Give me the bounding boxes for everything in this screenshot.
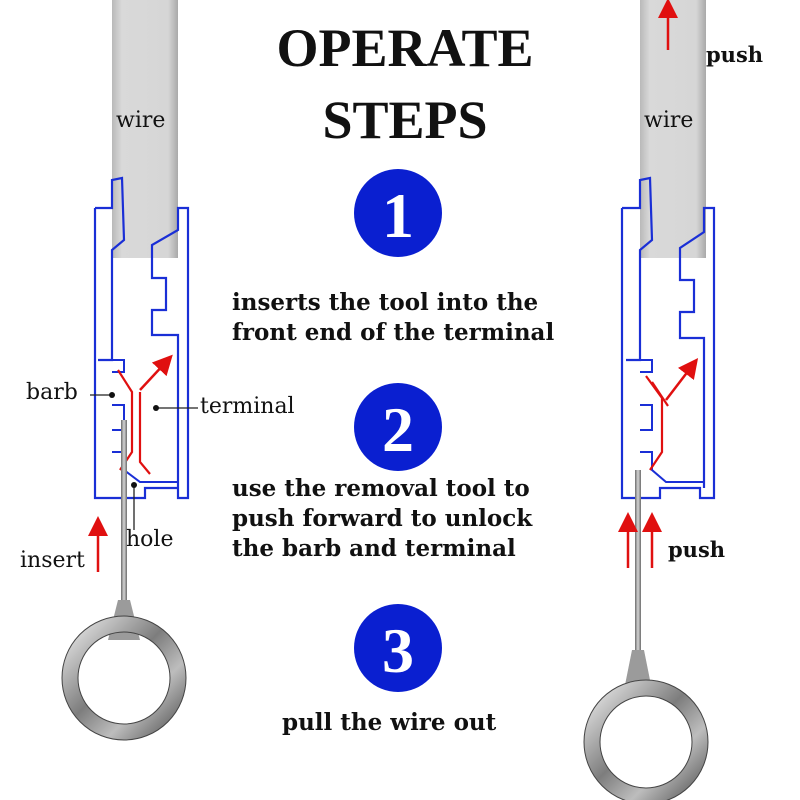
barb-pointer-dot-icon: [109, 392, 115, 398]
step-number-3: 3: [382, 615, 414, 686]
left-unlock-arrow-icon: [139, 354, 173, 391]
step-3-text: pull the wire out: [282, 708, 682, 738]
step-badge-2: 2: [354, 383, 442, 471]
title-line-2: STEPS: [322, 90, 488, 150]
left-tool-ring: [62, 616, 186, 740]
right-terminal-line: [651, 381, 669, 407]
right-unlock-arrow-icon: [665, 358, 699, 401]
push-top-label: push: [706, 42, 764, 67]
step-badge-3: 3: [354, 604, 442, 692]
step-2-text: use the removal tool to push forward to …: [232, 474, 632, 564]
left-terminal-line: [138, 392, 151, 475]
terminal-label: terminal: [200, 394, 295, 419]
step-1-line-2: front end of the terminal: [232, 319, 555, 346]
insert-label: insert: [20, 548, 85, 573]
left-tool-shaft: [121, 420, 127, 625]
terminal-pointer-dot-icon: [153, 405, 159, 411]
barb-label: barb: [26, 380, 78, 405]
right-tool-shaft: [635, 470, 641, 660]
hole-label: hole: [126, 527, 174, 552]
step-2-line-2: push forward to unlock: [232, 505, 533, 532]
step-2-line-1: use the removal tool to: [232, 475, 530, 502]
title-line-1: OPERATE: [276, 18, 534, 78]
step-2-line-3: the barb and terminal: [232, 535, 516, 562]
step-3-line-1: pull the wire out: [282, 709, 497, 736]
right-housing: [620, 176, 716, 500]
hole-pointer-dot-icon: [131, 482, 137, 488]
right-tool-ring: [584, 680, 708, 800]
step-number-2: 2: [382, 394, 414, 465]
step-number-1: 1: [382, 180, 414, 251]
right-wire-label: wire: [644, 108, 694, 133]
step-1-line-1: inserts the tool into the: [232, 289, 539, 316]
left-terminal-diagram: [61, 0, 198, 741]
left-housing: [93, 176, 190, 500]
right-barb-line: [645, 375, 664, 471]
right-barb-housing: [640, 359, 704, 483]
push-bottom-label: push: [668, 537, 726, 562]
step-1-text: inserts the tool into the front end of t…: [232, 288, 632, 348]
step-badge-1: 1: [354, 169, 442, 257]
right-terminal-diagram: [583, 0, 716, 800]
left-wire-label: wire: [116, 108, 166, 133]
